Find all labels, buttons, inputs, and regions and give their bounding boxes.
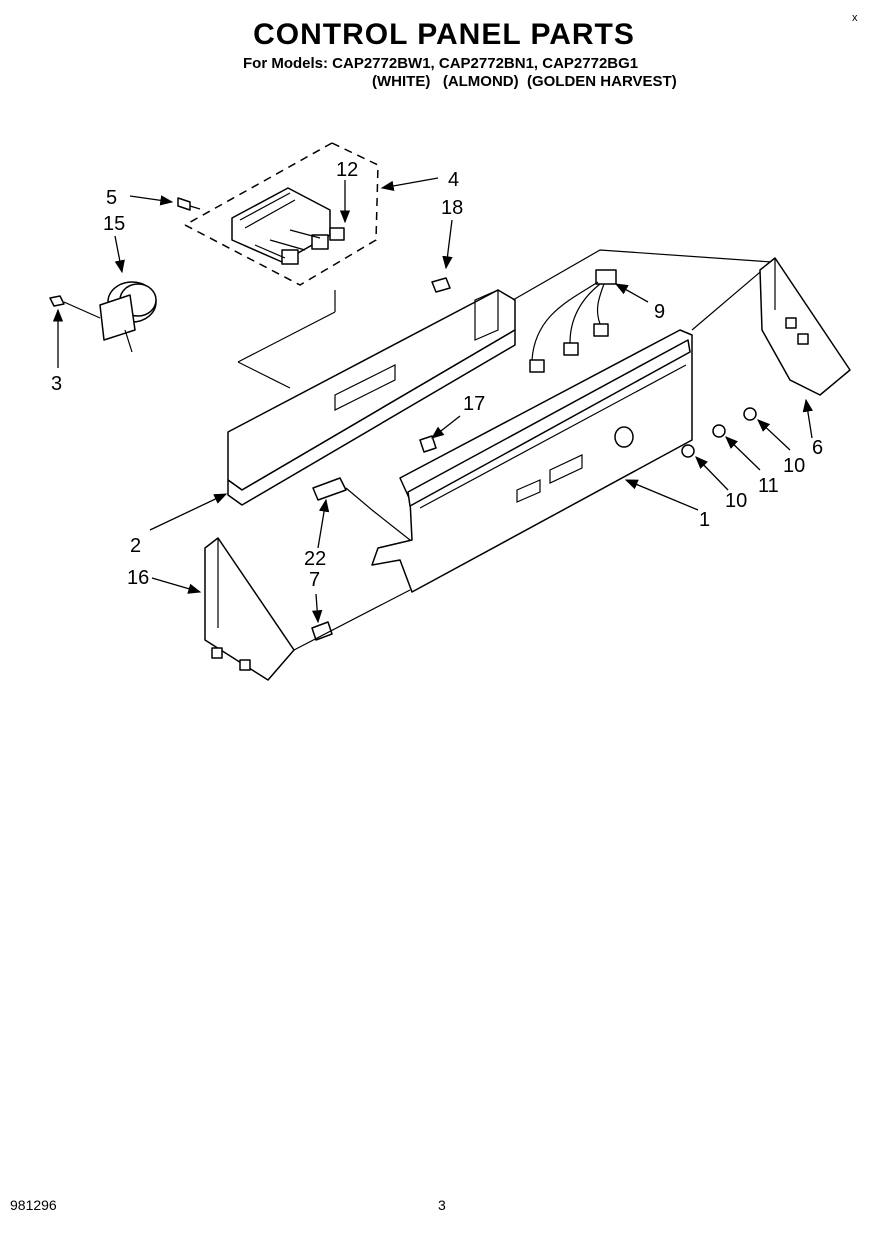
callout-5: 5 bbox=[106, 187, 117, 209]
screw-7 bbox=[293, 589, 411, 651]
clip-17 bbox=[419, 435, 437, 453]
corner-mark: x bbox=[852, 12, 858, 24]
callout-17: 17 bbox=[463, 393, 485, 415]
screw-11 bbox=[712, 424, 726, 438]
screw-10-right bbox=[743, 407, 757, 421]
connector-22 bbox=[312, 477, 411, 541]
switch-assembly bbox=[184, 142, 379, 286]
callout-12: 12 bbox=[336, 159, 358, 181]
callout-10-right: 10 bbox=[783, 455, 805, 477]
bracket-2 bbox=[227, 289, 516, 506]
callout-9: 9 bbox=[654, 301, 665, 323]
callout-2: 2 bbox=[130, 535, 141, 557]
callout-15: 15 bbox=[103, 213, 125, 235]
callout-6: 6 bbox=[812, 437, 823, 459]
timer-15 bbox=[99, 281, 157, 353]
callout-11: 11 bbox=[758, 475, 779, 497]
callout-22: 22 bbox=[304, 548, 326, 570]
screw-5 bbox=[177, 197, 201, 211]
page-number: 3 bbox=[438, 1197, 446, 1213]
callout-4: 4 bbox=[448, 169, 459, 191]
page-title: CONTROL PANEL PARTS bbox=[253, 18, 635, 51]
colors-line: (WHITE) (ALMOND) (GOLDEN HARVEST) bbox=[372, 73, 677, 90]
screw-18 bbox=[431, 277, 451, 293]
wiring-harness-9 bbox=[529, 269, 617, 373]
end-cap-6 bbox=[759, 257, 851, 396]
callout-1: 1 bbox=[699, 509, 710, 531]
callout-18: 18 bbox=[441, 197, 463, 219]
screw-10-left bbox=[681, 444, 695, 458]
models-line: For Models: CAP2772BW1, CAP2772BN1, CAP2… bbox=[243, 55, 639, 72]
callout-16: 16 bbox=[127, 567, 149, 589]
leader-lines bbox=[52, 177, 813, 624]
callout-7: 7 bbox=[309, 569, 320, 591]
callout-3: 3 bbox=[51, 373, 62, 395]
control-panel-1 bbox=[371, 249, 774, 593]
footer-code: 981296 bbox=[10, 1197, 57, 1213]
callout-10-left: 10 bbox=[725, 490, 747, 512]
end-cap-16 bbox=[204, 537, 295, 681]
screw-3 bbox=[49, 295, 101, 319]
